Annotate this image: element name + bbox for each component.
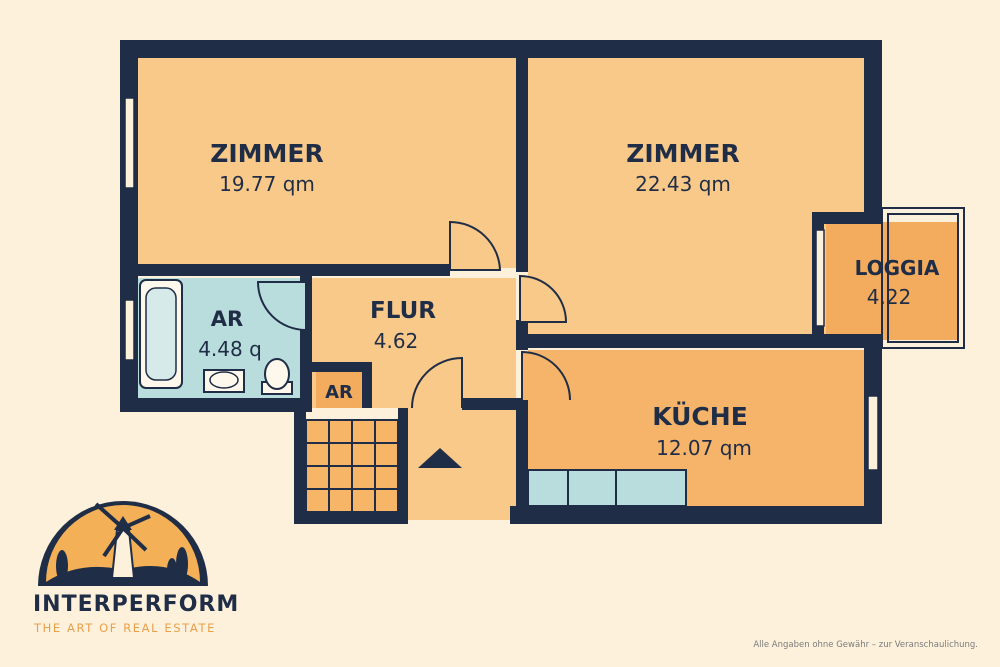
brand-name: INTERPERFORM <box>33 592 240 617</box>
loggia-area: 4.22 <box>867 285 912 309</box>
loggia-name: LOGGIA <box>855 256 940 280</box>
toilet-icon <box>261 358 293 395</box>
doors <box>256 220 571 409</box>
zimmer-left-name: ZIMMER <box>210 139 324 168</box>
bathtub-icon <box>139 279 183 389</box>
ar-small-name: AR <box>325 382 353 403</box>
zimmer-right-area: 22.43 qm <box>635 172 731 196</box>
kitchen-counter <box>527 469 687 507</box>
disclaimer-text: Alle Angaben ohne Gewähr – zur Veranscha… <box>753 640 978 650</box>
flur-name: FLUR <box>370 298 436 324</box>
flur-area: 4.62 <box>374 329 419 353</box>
zimmer-left-area: 19.77 qm <box>219 172 315 196</box>
zimmer-right-name: ZIMMER <box>626 139 740 168</box>
stairs <box>305 419 399 513</box>
loggia-railing <box>881 207 965 349</box>
kueche-area: 12.07 qm <box>656 436 752 460</box>
stair-landing-floor <box>400 408 516 520</box>
kueche-name: KÜCHE <box>652 401 748 431</box>
ar-small-floor <box>316 372 362 408</box>
windmill-logo-icon <box>38 501 208 586</box>
zimmer-right-floor <box>528 58 864 334</box>
entrance-arrow-icon <box>418 448 462 468</box>
bathroom-area: 4.48 q <box>198 337 262 361</box>
bathroom-name: AR <box>211 307 243 331</box>
windows <box>124 97 879 471</box>
walls <box>120 40 882 524</box>
loggia-floor <box>826 222 958 340</box>
brand-tagline: THE ART OF REAL ESTATE <box>34 621 216 635</box>
sink-icon <box>203 369 245 393</box>
